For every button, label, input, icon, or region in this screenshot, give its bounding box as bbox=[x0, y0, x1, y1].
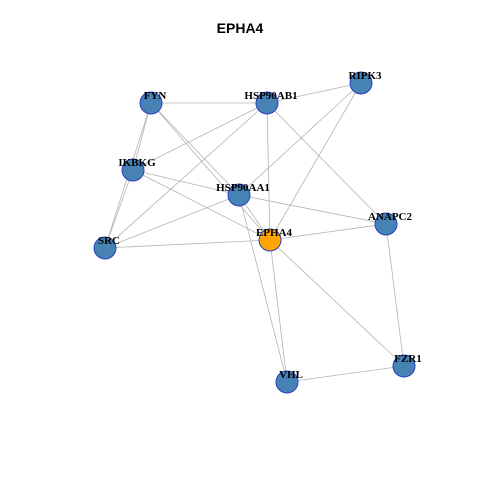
edge-epha4-src bbox=[104, 239, 271, 249]
node-circle-hsp90aa1 bbox=[227, 183, 251, 207]
node-label-ikbkg: IKBKG bbox=[118, 157, 156, 169]
edge-fyn-epha4 bbox=[150, 102, 271, 241]
node-ikbkg: IKBKG bbox=[118, 157, 156, 182]
node-vhl: VHL bbox=[275, 369, 303, 394]
edge-fyn-ikbkg bbox=[132, 102, 152, 171]
node-label-fyn: FYN bbox=[144, 90, 167, 102]
edge-ikbkg-hsp90aa1 bbox=[132, 169, 240, 196]
node-label-vhl: VHL bbox=[279, 369, 303, 381]
node-hsp90ab1: HSP90AB1 bbox=[244, 90, 298, 115]
node-ripk3: RIPK3 bbox=[349, 70, 383, 95]
edge-fzr1-vhl bbox=[286, 365, 405, 383]
edge-hsp90ab1-ikbkg bbox=[132, 102, 268, 171]
edge-hsp90ab1-anapc2 bbox=[266, 102, 387, 225]
node-circle-src bbox=[93, 236, 117, 260]
edge-epha4-anapc2 bbox=[269, 223, 387, 241]
graph-title: EPHA4 bbox=[216, 20, 264, 36]
node-fzr1: FZR1 bbox=[392, 353, 422, 378]
edge-hsp90ab1-src bbox=[104, 102, 268, 249]
node-anapc2: ANAPC2 bbox=[368, 211, 412, 236]
edge-hsp90ab1-epha4 bbox=[266, 102, 271, 241]
node-circle-ikbkg bbox=[121, 158, 145, 182]
node-src: SRC bbox=[93, 235, 120, 260]
node-circle-ripk3 bbox=[349, 71, 373, 95]
node-label-hsp90aa1: HSP90AA1 bbox=[216, 182, 270, 194]
edge-fyn-hsp90aa1 bbox=[150, 102, 240, 196]
edge-ripk3-hsp90aa1 bbox=[238, 82, 362, 196]
node-circle-epha4 bbox=[258, 228, 282, 252]
node-label-ripk3: RIPK3 bbox=[349, 70, 383, 82]
node-fyn: FYN bbox=[139, 90, 167, 115]
node-label-hsp90ab1: HSP90AB1 bbox=[244, 90, 297, 102]
edge-hsp90aa1-vhl bbox=[238, 194, 288, 383]
edge-epha4-fzr1 bbox=[269, 239, 405, 367]
edge-hsp90ab1-ripk3 bbox=[266, 82, 362, 104]
node-circle-fyn bbox=[139, 91, 163, 115]
node-circle-vhl bbox=[275, 370, 299, 394]
node-label-epha4: EPHA4 bbox=[256, 227, 293, 239]
node-label-fzr1: FZR1 bbox=[394, 353, 422, 365]
node-circle-fzr1 bbox=[392, 354, 416, 378]
edge-layer bbox=[104, 82, 405, 383]
edge-hsp90aa1-anapc2 bbox=[238, 194, 387, 225]
node-circle-hsp90ab1 bbox=[255, 91, 279, 115]
edge-ikbkg-src bbox=[104, 169, 134, 249]
node-label-anapc2: ANAPC2 bbox=[368, 211, 412, 223]
node-hsp90aa1: HSP90AA1 bbox=[216, 182, 270, 207]
edge-epha4-vhl bbox=[269, 239, 288, 383]
edge-ripk3-epha4 bbox=[269, 82, 362, 241]
edge-hsp90aa1-src bbox=[104, 194, 240, 249]
node-circle-anapc2 bbox=[374, 212, 398, 236]
edge-anapc2-fzr1 bbox=[385, 223, 405, 367]
node-label-src: SRC bbox=[98, 235, 120, 247]
node-epha4: EPHA4 bbox=[256, 227, 293, 252]
